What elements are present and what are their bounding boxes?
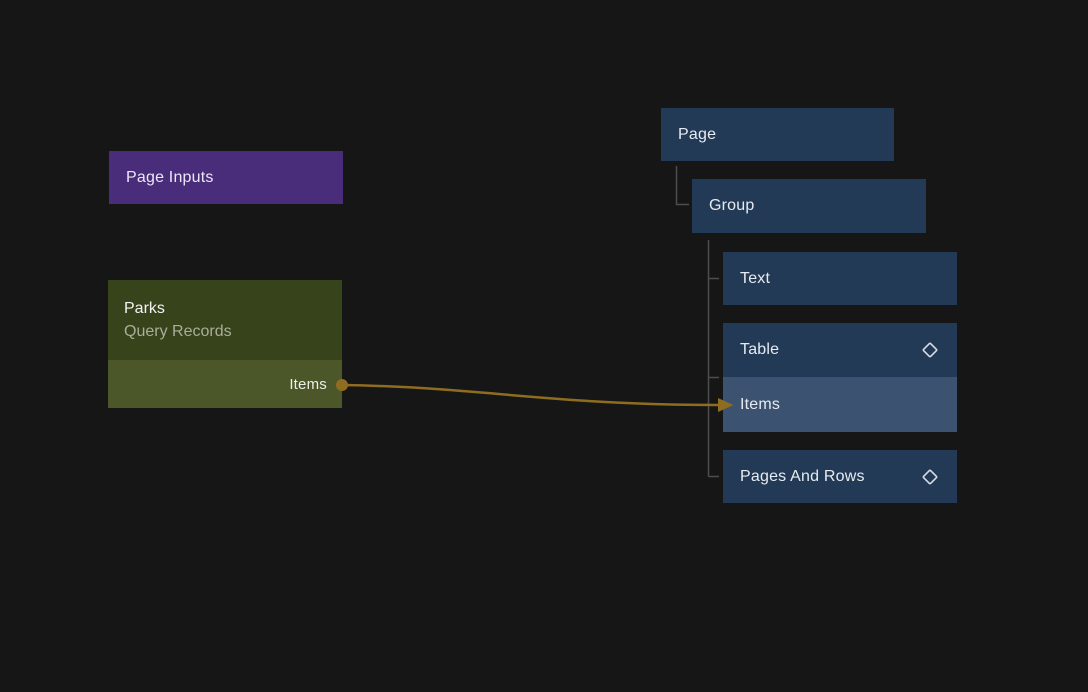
edge-path[interactable] [341,383,720,407]
output-port-label: Items [289,375,327,393]
tree-node-group[interactable]: Group [692,179,926,233]
query-node-subtitle: Query Records [124,323,232,340]
tree-node-page-label: Page [678,125,717,143]
output-row-items[interactable]: Items [108,360,342,408]
tree-node-table[interactable]: Table Items [723,323,957,432]
tree-node-text-label: Text [740,269,771,287]
diamond-icon [921,468,939,486]
tree-node-page[interactable]: Page [661,108,894,161]
tree-node-text[interactable]: Text [723,252,957,305]
tree-node-pages-and-rows[interactable]: Pages And Rows [723,450,957,503]
tree-node-items-label: Items [740,395,781,413]
tree-node-group-label: Group [709,197,755,214]
tree-node-table-row[interactable]: Table [723,323,957,377]
tree-line-page-group [675,166,689,206]
page-inputs-node[interactable]: Page Inputs [109,151,343,204]
diamond-icon [921,341,939,359]
tree-node-pages-and-rows-label: Pages And Rows [740,467,865,485]
tree-node-table-items-row[interactable]: Items [723,377,957,432]
tree-line-group-children [707,240,719,478]
query-node-title: Parks [124,300,165,317]
tree-node-table-label: Table [740,341,780,358]
query-node-parks[interactable]: Parks Query Records Items [108,280,342,408]
page-inputs-title: Page Inputs [126,168,214,186]
query-node-header: Parks Query Records [108,280,342,360]
